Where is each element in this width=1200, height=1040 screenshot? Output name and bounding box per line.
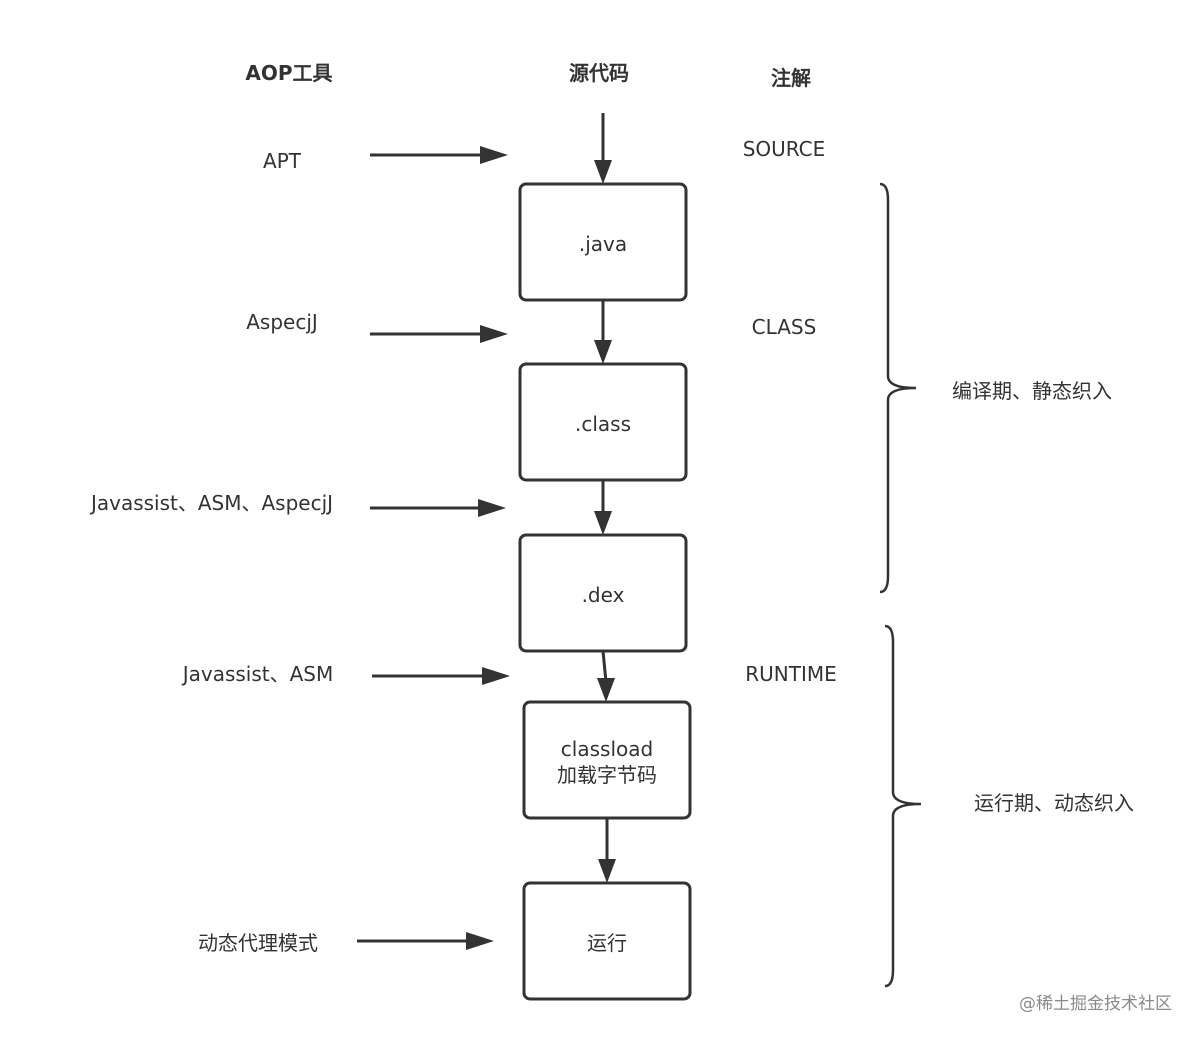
- retention-label-class: CLASS: [752, 315, 817, 339]
- stage-label-run: 运行: [587, 931, 627, 955]
- header-aop-tools: AOP工具: [245, 61, 332, 85]
- brace-runtime: [884, 624, 922, 988]
- tool-arrow-dynamic-proxy: [357, 932, 494, 950]
- phase-label-runtime-dynamic: 运行期、动态织入: [974, 791, 1134, 815]
- flow-arrow-class-to-dex: [594, 480, 612, 535]
- watermark: @稀土掘金技术社区: [1019, 994, 1172, 1014]
- flow-arrow-source-to-java: [594, 113, 612, 184]
- tool-arrow-apt: [370, 146, 508, 164]
- stage-java: .java: [518, 182, 688, 302]
- tool-label-javassist-asm: Javassist、ASM: [181, 662, 334, 686]
- retention-label-source: SOURCE: [743, 137, 826, 161]
- flow-arrow-java-to-class: [594, 300, 612, 364]
- stage-box-class: [518, 362, 688, 482]
- flow-arrow-dex-to-classload: [597, 650, 615, 702]
- stage-box-java: [518, 182, 688, 302]
- stage-label-dex: .dex: [582, 583, 625, 607]
- flow-arrow-classload-to-run: [598, 817, 616, 883]
- phase-label-compile-static: 编译期、静态织入: [952, 379, 1112, 403]
- brace-compile-time: [879, 182, 917, 594]
- header-annotation: 注解: [771, 66, 811, 90]
- stage-label-classload: classload: [561, 737, 653, 761]
- tool-arrow-aspectj: [370, 325, 508, 343]
- stage-run: 运行: [522, 881, 692, 1001]
- tool-label-aspectj: AspecjJ: [246, 310, 318, 334]
- stage-box-run: [522, 881, 692, 1001]
- tool-label-dynamic-proxy: 动态代理模式: [198, 931, 318, 955]
- stage-label-class: .class: [575, 412, 631, 436]
- stage-box-classload: [522, 700, 692, 820]
- tool-arrows: [357, 146, 510, 950]
- stage-label-java: .java: [579, 232, 627, 256]
- tool-label-apt: APT: [263, 149, 302, 173]
- retention-label-runtime: RUNTIME: [745, 662, 837, 686]
- stage-box-dex: [518, 533, 688, 653]
- tool-arrow-javassist-asm: [372, 667, 510, 685]
- stage-label-classload-bytecode: 加载字节码: [557, 763, 657, 787]
- tool-arrow-javassist-asm-aspectj: [370, 499, 506, 517]
- tool-label-javassist-asm-aspectj: Javassist、ASM、AspecjJ: [89, 491, 333, 515]
- stage-classload: classload 加载字节码: [522, 700, 692, 820]
- flow-arrows: [594, 113, 616, 883]
- stage-dex: .dex: [518, 533, 688, 653]
- stage-class: .class: [518, 362, 688, 482]
- header-source-code: 源代码: [569, 61, 629, 85]
